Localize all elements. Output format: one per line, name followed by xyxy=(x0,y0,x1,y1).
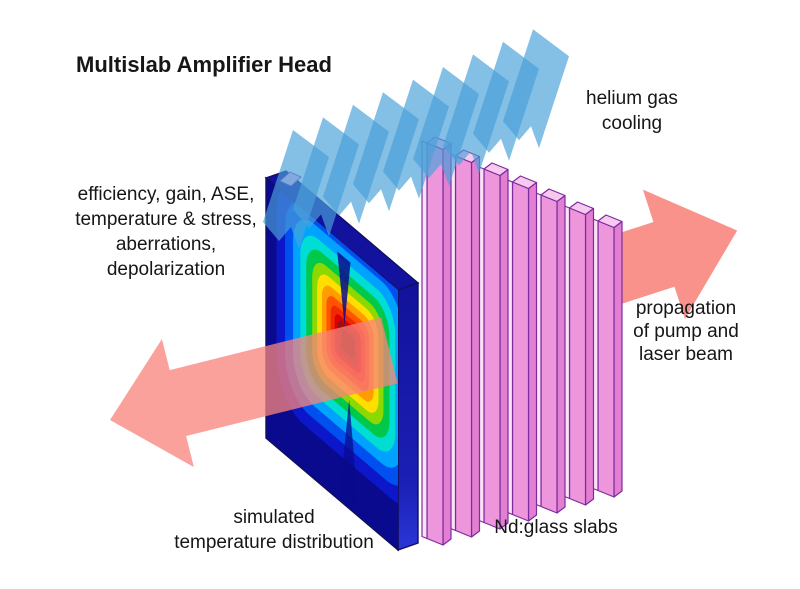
beam-arrow-left xyxy=(110,317,398,468)
slab-face xyxy=(540,194,558,514)
slab-side xyxy=(499,168,509,530)
diagram-title: Multislab Amplifier Head xyxy=(76,52,332,77)
slab-face xyxy=(568,207,587,506)
slab-top xyxy=(511,175,538,190)
label-simulation-outputs: efficiency, gain, ASE, temperature & str… xyxy=(75,184,257,280)
label-beam-propagation: propagation of pump and laser beam xyxy=(633,298,739,365)
slab-side xyxy=(470,155,481,538)
slab-side xyxy=(584,207,595,506)
slab-face xyxy=(511,181,530,522)
slab-face xyxy=(483,168,501,530)
slab-face xyxy=(426,142,444,546)
label-temperature-map: simulated temperature distribution xyxy=(174,507,374,553)
slab-face xyxy=(454,155,473,538)
slab-top xyxy=(483,162,509,177)
slab-top xyxy=(540,188,566,203)
label-helium-gas-cooling: helium gas cooling xyxy=(586,88,678,134)
slab-top xyxy=(597,214,623,229)
glass-slab-stack xyxy=(421,136,623,546)
slab-side xyxy=(527,181,538,522)
gas-sheet xyxy=(503,29,569,149)
heatmap-notch-bottom xyxy=(339,399,359,509)
heatmap-notch-top xyxy=(337,251,351,326)
slab-side xyxy=(556,194,566,514)
slab-top xyxy=(568,201,595,216)
slab-gap-sliver xyxy=(421,140,428,540)
helium-gas-sheets xyxy=(263,29,569,249)
label-glass-slabs: Nd:glass slabs xyxy=(494,517,618,538)
slab-side xyxy=(442,142,452,546)
